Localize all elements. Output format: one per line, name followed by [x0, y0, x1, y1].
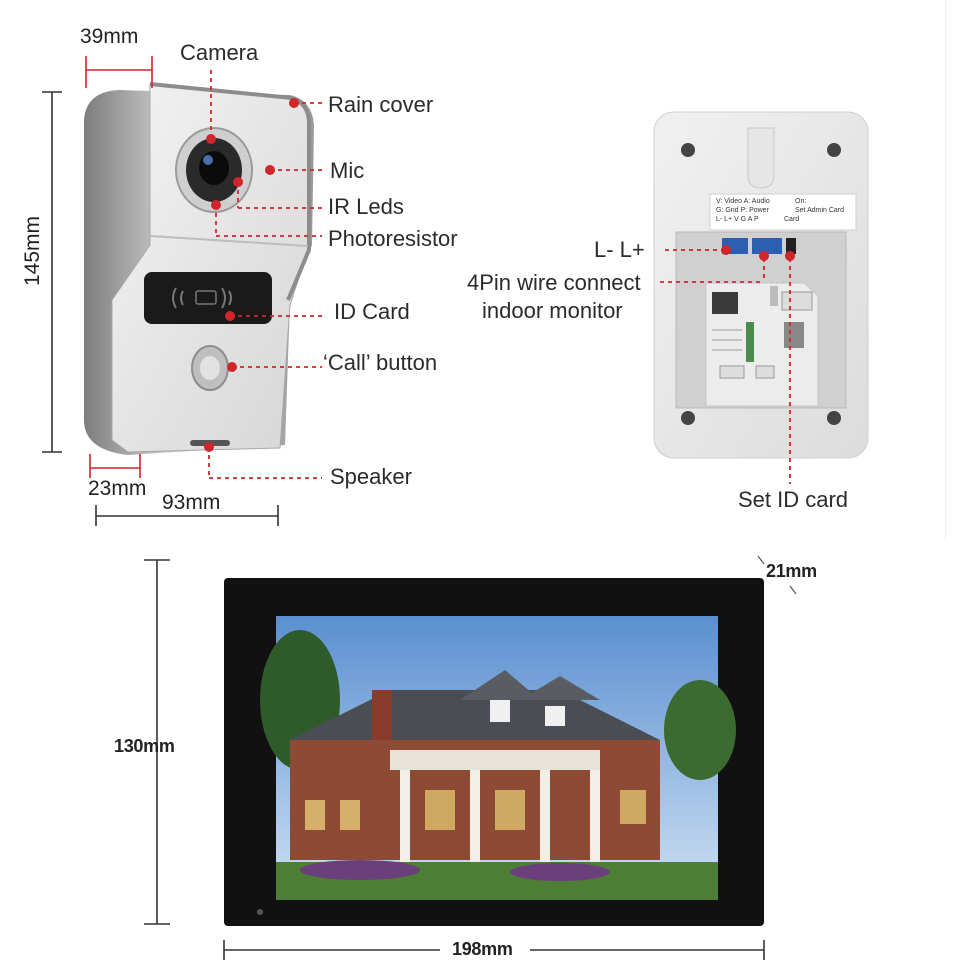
dim-monitor-width: 198mm — [452, 939, 513, 959]
label-ir-leds: IR Leds — [328, 194, 404, 219]
sticker-row1: V: Video A: Audio — [716, 198, 770, 205]
back-callout-dots — [721, 245, 795, 261]
front-width-lines — [95, 505, 279, 526]
front-callout-dots — [204, 98, 299, 452]
dim-monitor-height: 130mm — [114, 736, 175, 756]
dim-depth: 23mm — [88, 477, 147, 500]
label-set-id-card: Set ID card — [738, 487, 849, 512]
label-wire-line1: 4Pin wire connect — [467, 270, 641, 295]
label-speaker: Speaker — [330, 464, 412, 489]
doorbell-back-view — [653, 111, 869, 459]
front-dimension-lines — [85, 56, 153, 88]
sticker-switch-admin: Set Admin Card — [795, 207, 845, 214]
dim-width-bottom: 93mm — [162, 491, 221, 514]
sticker-row3: L- L+ V G A P — [716, 216, 759, 223]
monitor-width-lines — [223, 940, 765, 960]
front-depth-lines — [89, 454, 141, 478]
label-camera: Camera — [180, 40, 259, 65]
label-terminals: L- L+ — [594, 237, 645, 262]
sticker-row2: G: Gnd P: Power — [716, 207, 769, 214]
indoor-monitor — [224, 578, 764, 926]
sticker-switch-on: On: — [795, 198, 807, 205]
label-id-card: ID Card — [334, 299, 410, 324]
back-callouts — [660, 249, 791, 484]
label-call-button: ‘Call’ button — [323, 350, 438, 375]
monitor-depth-marks — [757, 555, 797, 595]
label-photoresistor: Photoresistor — [328, 226, 458, 251]
dim-monitor-depth: 21mm — [766, 561, 817, 581]
label-wire-line2: indoor monitor — [482, 298, 623, 323]
monitor-height-lines — [144, 559, 170, 925]
front-callouts — [208, 70, 322, 479]
doorbell-front-view — [84, 82, 314, 455]
dim-width-top: 39mm — [80, 25, 139, 48]
label-rain-cover: Rain cover — [328, 92, 434, 117]
label-mic: Mic — [330, 158, 365, 183]
panel-divider — [945, 0, 946, 540]
front-height-lines — [42, 91, 62, 453]
sticker-switch-card: Card — [784, 216, 800, 223]
dim-height: 145mm — [21, 215, 44, 286]
